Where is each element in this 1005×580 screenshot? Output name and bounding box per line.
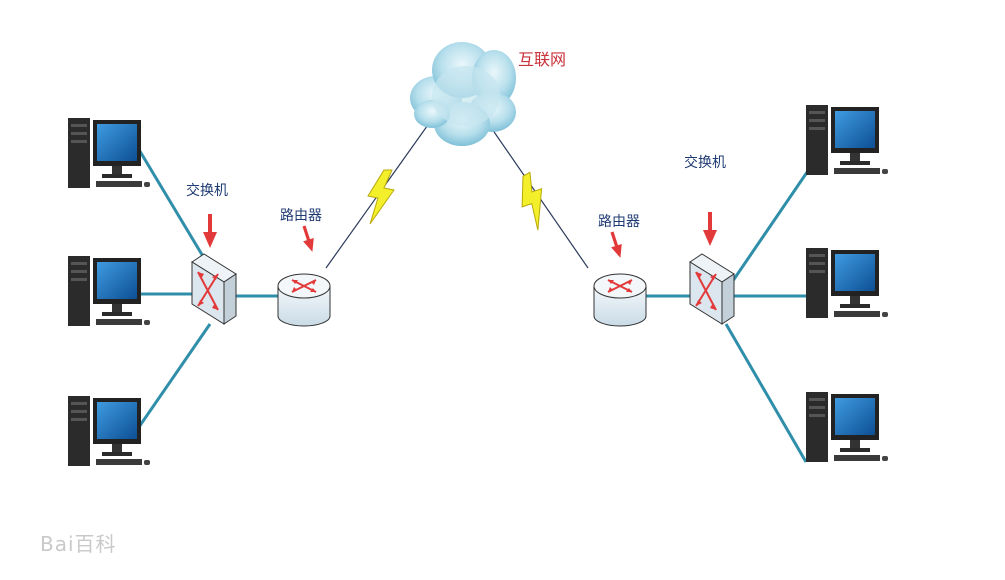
switch-icon-left (191, 253, 237, 325)
internet-label: 互联网 (518, 50, 567, 69)
switch-right-label: 交换机 (684, 155, 726, 171)
computer-icon (806, 392, 888, 462)
left-lan-links (128, 147, 280, 441)
router-icon-right (593, 273, 647, 327)
router-left-label: 路由器 (280, 208, 322, 224)
switch-left-label: 交换机 (186, 183, 228, 199)
cloud-icon (410, 42, 516, 146)
right-lan-links (646, 161, 816, 463)
router-right-pointer-arrow (605, 228, 628, 262)
lightning-bolt-icon-right (508, 170, 560, 232)
switch-icon-right (689, 253, 735, 325)
switch-right-pointer-arrow (701, 210, 719, 248)
computer-icon (68, 396, 150, 466)
router-left-pointer-arrow (297, 222, 320, 256)
switch-left-pointer-arrow (201, 212, 219, 250)
computer-icon (806, 248, 888, 318)
watermark: Bai百科 (40, 532, 117, 556)
router-icon-left (277, 273, 331, 327)
computer-icon (68, 256, 150, 326)
computer-icon (806, 105, 888, 175)
router-right-label: 路由器 (598, 214, 640, 230)
computer-icon (68, 118, 150, 188)
